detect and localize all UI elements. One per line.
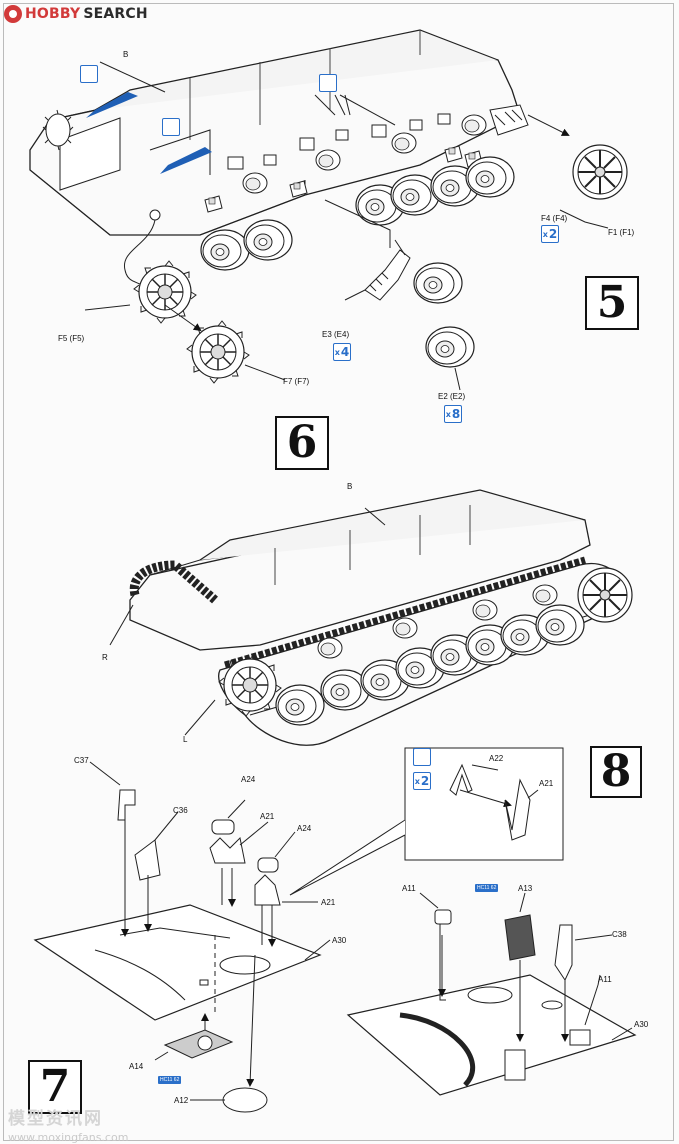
- label-c37: C37: [74, 756, 89, 765]
- hobby-color-tag: HC11 62: [158, 1076, 182, 1084]
- step-number-8: 8: [590, 746, 642, 798]
- step6-hull-with-tracks: [109, 489, 633, 746]
- page-frame: [3, 3, 674, 1141]
- label-f5: F5 (F5): [58, 334, 85, 343]
- paint-brush-icon: [413, 748, 431, 766]
- watermark-top: HOBBY SEARCH: [4, 4, 148, 24]
- label-a13: A13: [518, 884, 533, 893]
- watermark-logo-text: HOBBY: [25, 6, 81, 22]
- hobby-color-tag: HC11 62: [475, 884, 499, 892]
- watermark-bottom: 模型资讯网 www.moxingfans.com: [8, 1104, 128, 1144]
- label-track-right: R: [102, 653, 108, 662]
- label-f7: F7 (F7): [283, 377, 310, 386]
- step-number-6: 6: [275, 416, 329, 470]
- watermark-url: www.moxingfans.com: [8, 1131, 129, 1144]
- step5-road-wheels: [200, 156, 515, 368]
- watermark-search-text: SEARCH: [83, 6, 148, 22]
- label-a14: A14: [129, 1062, 144, 1071]
- label-hull-b: B: [123, 50, 129, 59]
- label-a24-1: A24: [241, 775, 256, 784]
- label-c38: C38: [612, 930, 627, 939]
- label-a21-step8: A21: [539, 779, 554, 788]
- step7-assembly: [33, 761, 637, 1113]
- label-track-left: L: [183, 735, 188, 744]
- label-e3: E3 (E4): [322, 330, 350, 339]
- label-a22: A22: [489, 754, 504, 763]
- label-a12: A12: [174, 1096, 189, 1105]
- step5-hull: [29, 29, 570, 291]
- label-a21-2: A21: [321, 898, 336, 907]
- logo-icon: [4, 5, 22, 23]
- watermark-chinese-text: 模型资讯网: [8, 1109, 103, 1129]
- label-a11-2: A11: [598, 975, 612, 984]
- step-number-7: 7: [28, 1060, 82, 1114]
- paint-icon: [319, 74, 337, 92]
- label-e2: E2 (E2): [438, 392, 466, 401]
- label-a30-left: A30: [332, 936, 347, 945]
- label-a11-1: A11: [402, 884, 416, 893]
- paint-icon: [80, 65, 98, 83]
- label-a24-2: A24: [297, 824, 312, 833]
- label-f4: F4 (F4): [541, 214, 568, 223]
- step5-sprockets: [84, 61, 628, 391]
- label-f1: F1 (F1): [608, 228, 635, 237]
- label-hull-b-step6: B: [347, 482, 353, 491]
- paint-icon: [162, 118, 180, 136]
- step8-inset: [289, 747, 564, 896]
- label-a30-right: A30: [634, 1020, 649, 1029]
- label-c36: C36: [173, 806, 188, 815]
- label-a21-1: A21: [260, 812, 275, 821]
- step-number-5: 5: [585, 276, 639, 330]
